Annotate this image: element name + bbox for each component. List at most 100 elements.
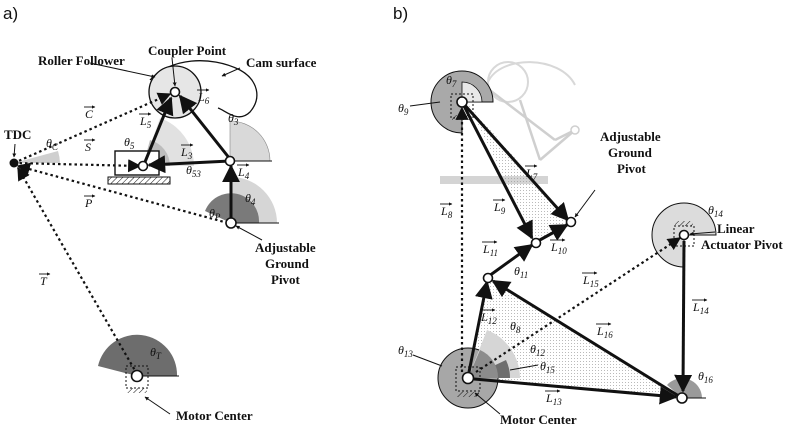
symbol-theta-7: θ7 [446,73,457,89]
motor-leader-b [474,392,501,415]
coupler-point-label: Coupler Point [148,43,227,58]
coupler-leader [171,57,177,87]
symbol-l14: L14 [692,300,709,316]
link-l14 [674,240,693,393]
vector-t-line [17,166,138,375]
ground-label-a: Ground [265,256,310,271]
symbol-theta-13: θ13 [398,343,413,359]
vector-l15-line [475,237,682,373]
roller-follower-label: Roller Follower [38,53,125,68]
cam-surface-label: Cam surface [246,55,317,70]
theta-8-sector [468,350,499,378]
l3-l4-pivot [224,155,236,167]
tdc-point [9,158,19,168]
symbol-l7: L7 [525,166,538,182]
adjustable-ground-pivot-b [565,216,577,228]
theta-3-sector [229,120,271,162]
symbol-t: T [40,274,48,288]
top-left-pivot [456,96,468,108]
cam-leader [221,67,241,77]
symbol-l3: L3 [180,145,193,161]
link-l16 [491,279,683,400]
panel-b-label: b) [393,4,408,23]
symbol-theta-3: θ3 [228,111,239,127]
pivot-label-b: Pivot [617,161,647,176]
coupler-point-pivot [169,86,181,98]
symbol-theta-53: θ53 [186,163,201,179]
link-l3 [147,155,231,174]
roller-leader [89,62,156,79]
adj-pivot-leader-b [574,189,596,218]
symbol-theta-c: θC [46,136,59,152]
symbol-l5: L5 [139,114,152,130]
motor-housing-a [125,365,149,389]
symbol-l11: L11 [482,242,498,258]
theta-15-leader [509,364,539,371]
symbol-l15: L15 [582,273,599,289]
vector-s-line [13,159,142,173]
actuator-leader [689,231,716,236]
symbol-theta-9: θ9 [398,101,409,117]
symbol-theta-t: θT [150,345,162,361]
link-l5 [143,96,174,163]
symbol-theta-15: θ15 [540,359,555,375]
theta-13-leader [412,354,443,367]
theta-7-sector [461,81,483,103]
symbol-l13: L13 [545,391,562,407]
link-l7 [460,100,570,222]
theta-9-wheel [430,70,494,134]
ground-label-b: Ground [608,145,653,160]
motor-center-pivot-b [461,371,475,385]
symbol-l16: L16 [596,324,613,340]
linear-label: Linear [717,221,755,236]
motor-leader-a [144,396,171,415]
symbol-p: P [84,196,93,210]
linear-actuator-pivot [678,229,690,241]
theta-9-leader [409,101,441,107]
theta-c-sector [14,151,60,163]
symbol-theta-p: θP [209,206,221,222]
link-l9 [461,103,534,240]
symbol-theta-11: θ11 [514,264,528,280]
link-l11 [488,243,534,278]
pivot-label-a: Pivot [271,272,301,287]
symbol-c: C [85,107,94,121]
adjustable-label-b: Adjustable [600,129,661,144]
theta-t-sector [98,334,178,376]
symbol-theta-4: θ4 [245,191,256,207]
motor-ground-a [127,388,147,393]
tdc-leader [12,143,17,158]
vector-c-line [13,92,172,165]
cam-surface-curve [149,60,258,118]
symbol-l10: L10 [550,240,567,256]
motor-ground-b [457,392,479,397]
symbol-theta-14: θ14 [708,203,723,219]
slider-pivot [137,160,149,172]
actuator-ground [675,221,693,226]
theta-14-wheel [651,202,717,268]
slider-ground [107,176,171,185]
motor-center-pivot-a [130,369,144,383]
symbol-l12: L12 [480,310,497,326]
panel-a-label: a) [3,4,18,23]
link-l6 [178,94,232,160]
link-l13 [473,377,678,405]
tdc-label: TDC [4,127,31,142]
link-l10 [537,223,569,243]
symbol-theta-12: θ12 [530,342,545,358]
slider-block [114,150,160,176]
ghost-mechanism [440,61,580,184]
symbol-theta-5: θ5 [124,135,135,151]
actuator-pivot-label: Actuator Pivot [701,237,783,252]
adjustable-ground-pivot-a [225,217,237,229]
symbol-l9: L9 [493,200,506,216]
l13-l14-pivot [676,392,688,404]
symbol-theta-8: θ8 [510,319,521,335]
l9-l10-pivot [530,237,542,249]
motor-center-label-a: Motor Center [176,408,253,423]
motor-center-label-b: Motor Center [500,412,577,427]
l11-l12-pivot [482,272,494,284]
adjustable-label-a: Adjustable [255,240,316,255]
